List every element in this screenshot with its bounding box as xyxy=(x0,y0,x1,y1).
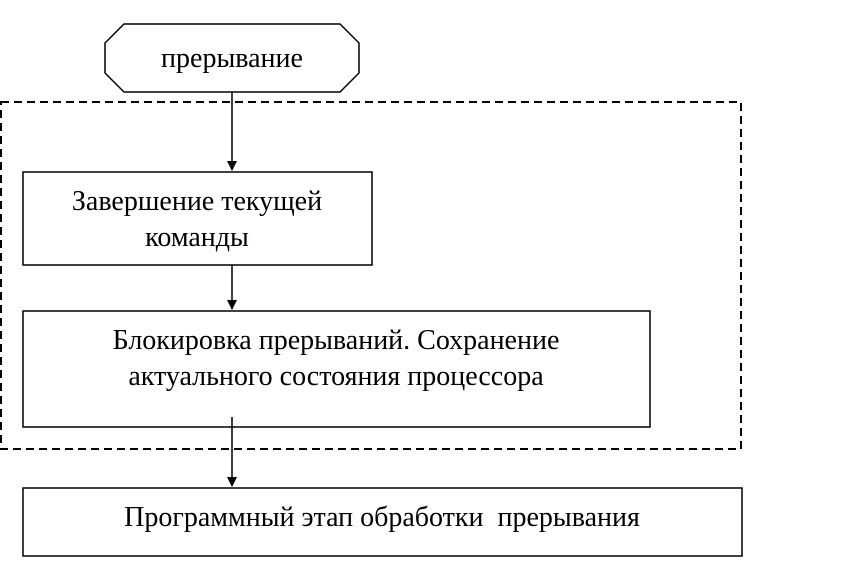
step-complete-command-box xyxy=(22,171,373,266)
start-node-label: прерывание xyxy=(161,43,303,74)
step-complete-command-line-2: команды xyxy=(145,222,249,253)
step-block-interrupts-line-2: актуального состояния процессора xyxy=(128,361,544,392)
step-software-stage-line-1: Программный этап обработки прерывания xyxy=(124,502,640,533)
step-complete-command-line-1: Завершение текущей xyxy=(72,186,322,217)
step-software-stage-box xyxy=(22,487,743,557)
step-block-interrupts-line-1: Блокировка прерываний. Сохранение xyxy=(113,325,560,356)
hardware-stage-frame xyxy=(0,101,742,450)
start-node-shape xyxy=(104,23,360,93)
step-block-interrupts-box xyxy=(22,310,651,428)
